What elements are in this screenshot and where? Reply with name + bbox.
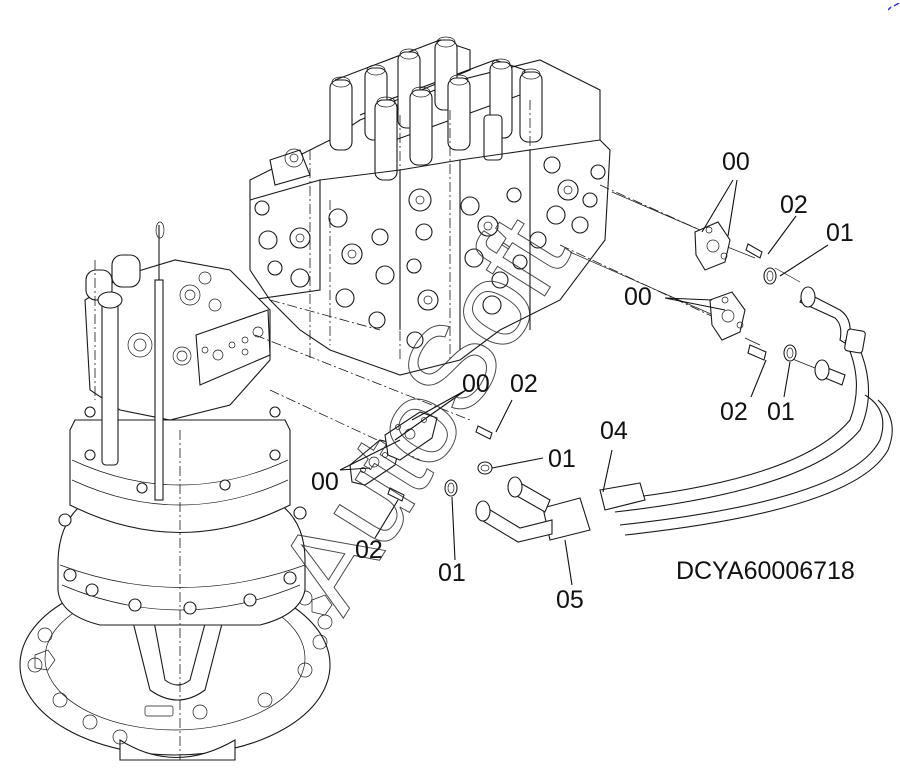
flange-set-upper [569, 191, 816, 369]
callout-label: 01 [826, 219, 854, 247]
hose-assembly [475, 286, 893, 543]
alignment-lines [254, 184, 721, 461]
control-valve [249, 36, 611, 376]
callout-label: 01 [438, 559, 466, 587]
callout-label: 00 [624, 283, 652, 311]
leader-lines [339, 179, 829, 586]
callout-label: 00 [462, 370, 490, 398]
corner-mark-icon [888, 3, 900, 11]
callout-label: 02 [510, 370, 538, 398]
callout-label: 00 [311, 468, 339, 496]
callout-label: 01 [548, 445, 576, 473]
callout-label: 02 [355, 536, 383, 564]
callout-label: 01 [767, 398, 795, 426]
callout-label: 02 [720, 398, 748, 426]
callout-label: 04 [600, 417, 628, 445]
flange-set-lower [349, 411, 493, 502]
callout-label: 02 [780, 191, 808, 219]
callout-label: 00 [722, 148, 750, 176]
drawing-code: DCYA60006718 [676, 557, 855, 585]
swing-motor [19, 221, 333, 761]
callout-label: 05 [556, 586, 584, 614]
